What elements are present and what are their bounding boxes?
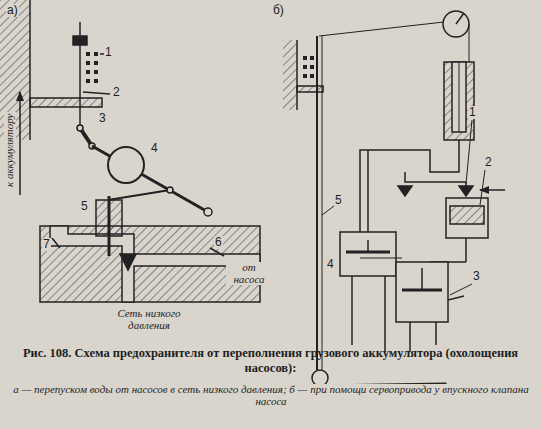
- network-label: Сеть низкого давления: [102, 308, 196, 331]
- pipe: [360, 140, 505, 232]
- accumulator-cylinder: [444, 62, 474, 140]
- panel-letter: а): [6, 4, 19, 17]
- callout-number: 7: [42, 238, 51, 251]
- pulley: [443, 11, 469, 37]
- nut: [73, 36, 87, 45]
- figure-caption: Рис. 108. Схема предохранителя от перепо…: [8, 346, 533, 376]
- callout-number: 2: [112, 86, 121, 99]
- callout-number: 1: [468, 106, 477, 119]
- check-valve: [398, 186, 412, 196]
- caption-detail: а — перепуском воды от насосов в сеть ни…: [10, 384, 532, 407]
- callout-number: 6: [214, 236, 223, 249]
- callout-number: 4: [150, 142, 159, 155]
- inlet-valve: [396, 262, 464, 352]
- support-bracket: [30, 98, 102, 107]
- valve-cone: [120, 254, 136, 270]
- weight: [108, 147, 144, 183]
- wall: [283, 40, 297, 110]
- flow-label: от насоса: [226, 262, 272, 285]
- spring: [303, 56, 314, 78]
- callout-number: 1: [104, 46, 113, 59]
- callout-number: 4: [326, 258, 335, 271]
- callout-number: 3: [98, 112, 107, 125]
- callout-number: 5: [334, 194, 343, 207]
- callout-number: 5: [80, 200, 89, 213]
- spring: [86, 52, 98, 83]
- check-valve: [459, 186, 473, 196]
- panel-letter: б): [272, 4, 285, 17]
- callout-number: 2: [484, 156, 493, 169]
- rod: [316, 36, 318, 372]
- flow-label: к аккумулятору: [4, 112, 16, 188]
- callout-number: 3: [472, 270, 481, 283]
- servo-valve: [340, 232, 396, 352]
- piston-box: [430, 198, 488, 262]
- flow-arrow: [19, 92, 21, 195]
